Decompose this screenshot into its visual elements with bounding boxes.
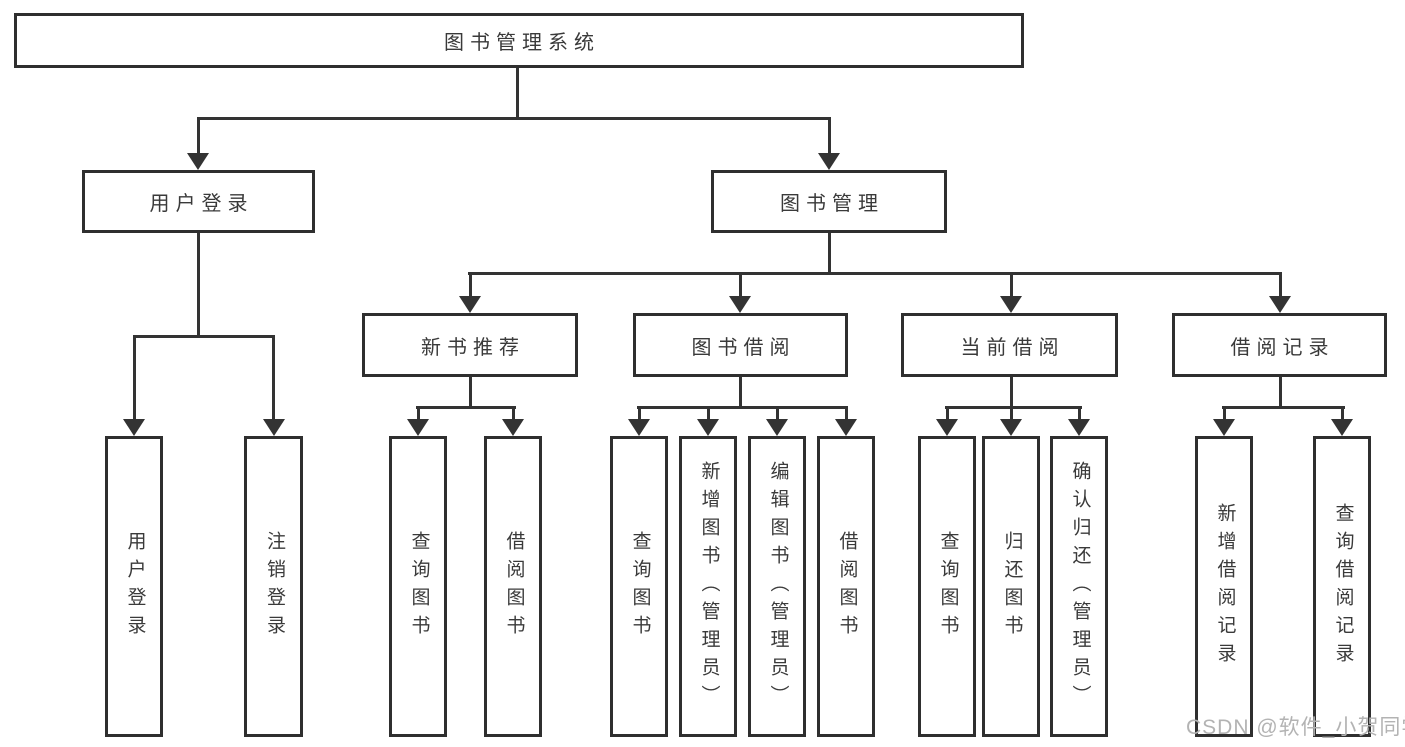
connector-line bbox=[1279, 377, 1282, 406]
arrowhead-down-icon bbox=[766, 419, 788, 436]
leaf-user-login: 用户登录 bbox=[105, 436, 163, 737]
node-user-login-label: 用户登录 bbox=[149, 193, 254, 215]
leaf-borrowing-add-books-admin-label: 新增图书（管理员） bbox=[698, 460, 720, 713]
arrowhead-down-icon bbox=[1000, 419, 1022, 436]
leaf-borrowing-add-books-admin: 新增图书（管理员） bbox=[679, 436, 737, 737]
connector-line bbox=[828, 233, 831, 272]
connector-line bbox=[1010, 406, 1013, 422]
connector-line bbox=[707, 406, 710, 422]
leaf-borrowing-query-books: 查询图书 bbox=[610, 436, 668, 737]
leaf-current-confirm-return-admin-label: 确认归还（管理员） bbox=[1069, 460, 1091, 713]
node-user-login: 用户登录 bbox=[82, 170, 315, 233]
arrowhead-down-icon bbox=[263, 419, 285, 436]
arrowhead-down-icon bbox=[697, 419, 719, 436]
connector-line bbox=[512, 406, 515, 422]
arrowhead-down-icon bbox=[123, 419, 145, 436]
node-new-book-recommend-label: 新书推荐 bbox=[421, 336, 525, 359]
arrowhead-down-icon bbox=[835, 419, 857, 436]
node-current-borrowing-label: 当前借阅 bbox=[960, 336, 1065, 359]
leaf-recommend-query-books: 查询图书 bbox=[389, 436, 447, 737]
leaf-borrowing-edit-books-admin: 编辑图书（管理员） bbox=[748, 436, 806, 737]
arrowhead-down-icon bbox=[1213, 419, 1235, 436]
node-book-management: 图书管理 bbox=[711, 170, 947, 233]
connector-line bbox=[1078, 406, 1081, 422]
leaf-logout-label: 注销登录 bbox=[263, 530, 285, 643]
arrowhead-down-icon bbox=[936, 419, 958, 436]
connector-line bbox=[1279, 272, 1282, 299]
leaf-borrowing-borrow-books: 借阅图书 bbox=[817, 436, 875, 737]
connector-line bbox=[739, 377, 742, 406]
leaf-user-login-label: 用户登录 bbox=[124, 530, 146, 643]
connector-line bbox=[739, 272, 742, 299]
leaf-recommend-query-books-label: 查询图书 bbox=[408, 530, 430, 643]
leaf-recommend-borrow-books: 借阅图书 bbox=[484, 436, 542, 737]
watermark: CSDN @软件_小贺同学 bbox=[1186, 716, 1405, 739]
leaf-current-query-books-label: 查询图书 bbox=[937, 530, 959, 643]
connector-line bbox=[469, 272, 472, 299]
connector-line bbox=[197, 233, 200, 335]
connector-line bbox=[845, 406, 848, 422]
node-current-borrowing: 当前借阅 bbox=[901, 313, 1118, 377]
node-library-system-label: 图书管理系统 bbox=[444, 32, 600, 54]
leaf-borrowing-borrow-books-label: 借阅图书 bbox=[836, 530, 858, 643]
connector-line bbox=[197, 117, 831, 120]
leaf-records-query-record: 查询借阅记录 bbox=[1313, 436, 1371, 737]
connector-line bbox=[828, 117, 831, 157]
connector-line bbox=[272, 335, 275, 421]
connector-line bbox=[133, 335, 136, 421]
node-new-book-recommend: 新书推荐 bbox=[362, 313, 578, 377]
arrowhead-down-icon bbox=[628, 419, 650, 436]
node-book-management-label: 图书管理 bbox=[780, 193, 884, 215]
connector-line bbox=[133, 335, 275, 338]
leaf-logout: 注销登录 bbox=[244, 436, 303, 737]
node-borrowing-records: 借阅记录 bbox=[1172, 313, 1387, 377]
arrowhead-down-icon bbox=[1331, 419, 1353, 436]
arrowhead-down-icon bbox=[407, 419, 429, 436]
leaf-recommend-borrow-books-label: 借阅图书 bbox=[503, 530, 525, 643]
node-library-system: 图书管理系统 bbox=[14, 13, 1024, 68]
connector-line bbox=[776, 406, 779, 422]
connector-line bbox=[1010, 377, 1013, 406]
connector-line bbox=[1223, 406, 1226, 422]
leaf-current-confirm-return-admin: 确认归还（管理员） bbox=[1050, 436, 1108, 737]
connector-line bbox=[637, 406, 848, 409]
connector-line bbox=[1341, 406, 1344, 422]
connector-line bbox=[1010, 272, 1013, 299]
connector-line bbox=[197, 117, 200, 157]
arrowhead-down-icon bbox=[1000, 296, 1022, 313]
arrowhead-down-icon bbox=[502, 419, 524, 436]
arrowhead-down-icon bbox=[1068, 419, 1090, 436]
leaf-borrowing-query-books-label: 查询图书 bbox=[629, 530, 651, 643]
leaf-current-return-books: 归还图书 bbox=[982, 436, 1040, 737]
node-borrowing-records-label: 借阅记录 bbox=[1230, 336, 1335, 359]
connector-line bbox=[468, 272, 1282, 275]
arrowhead-down-icon bbox=[459, 296, 481, 313]
connector-line bbox=[945, 406, 1082, 409]
leaf-records-add-record-label: 新增借阅记录 bbox=[1214, 502, 1236, 671]
leaf-current-return-books-label: 归还图书 bbox=[1001, 530, 1023, 643]
node-book-borrowing: 图书借阅 bbox=[633, 313, 848, 377]
connector-line bbox=[416, 406, 516, 409]
leaf-borrowing-edit-books-admin-label: 编辑图书（管理员） bbox=[767, 460, 789, 713]
connector-line bbox=[417, 406, 420, 422]
arrowhead-down-icon bbox=[729, 296, 751, 313]
connector-line bbox=[516, 68, 519, 117]
connector-line bbox=[469, 377, 472, 406]
leaf-current-query-books: 查询图书 bbox=[918, 436, 976, 737]
node-book-borrowing-label: 图书借阅 bbox=[691, 336, 796, 359]
connector-line bbox=[638, 406, 641, 422]
arrowhead-down-icon bbox=[187, 153, 209, 170]
leaf-records-add-record: 新增借阅记录 bbox=[1195, 436, 1253, 737]
arrowhead-down-icon bbox=[1269, 296, 1291, 313]
connector-line bbox=[1222, 406, 1345, 409]
connector-line bbox=[946, 406, 949, 422]
arrowhead-down-icon bbox=[818, 153, 840, 170]
leaf-records-query-record-label: 查询借阅记录 bbox=[1332, 502, 1354, 671]
